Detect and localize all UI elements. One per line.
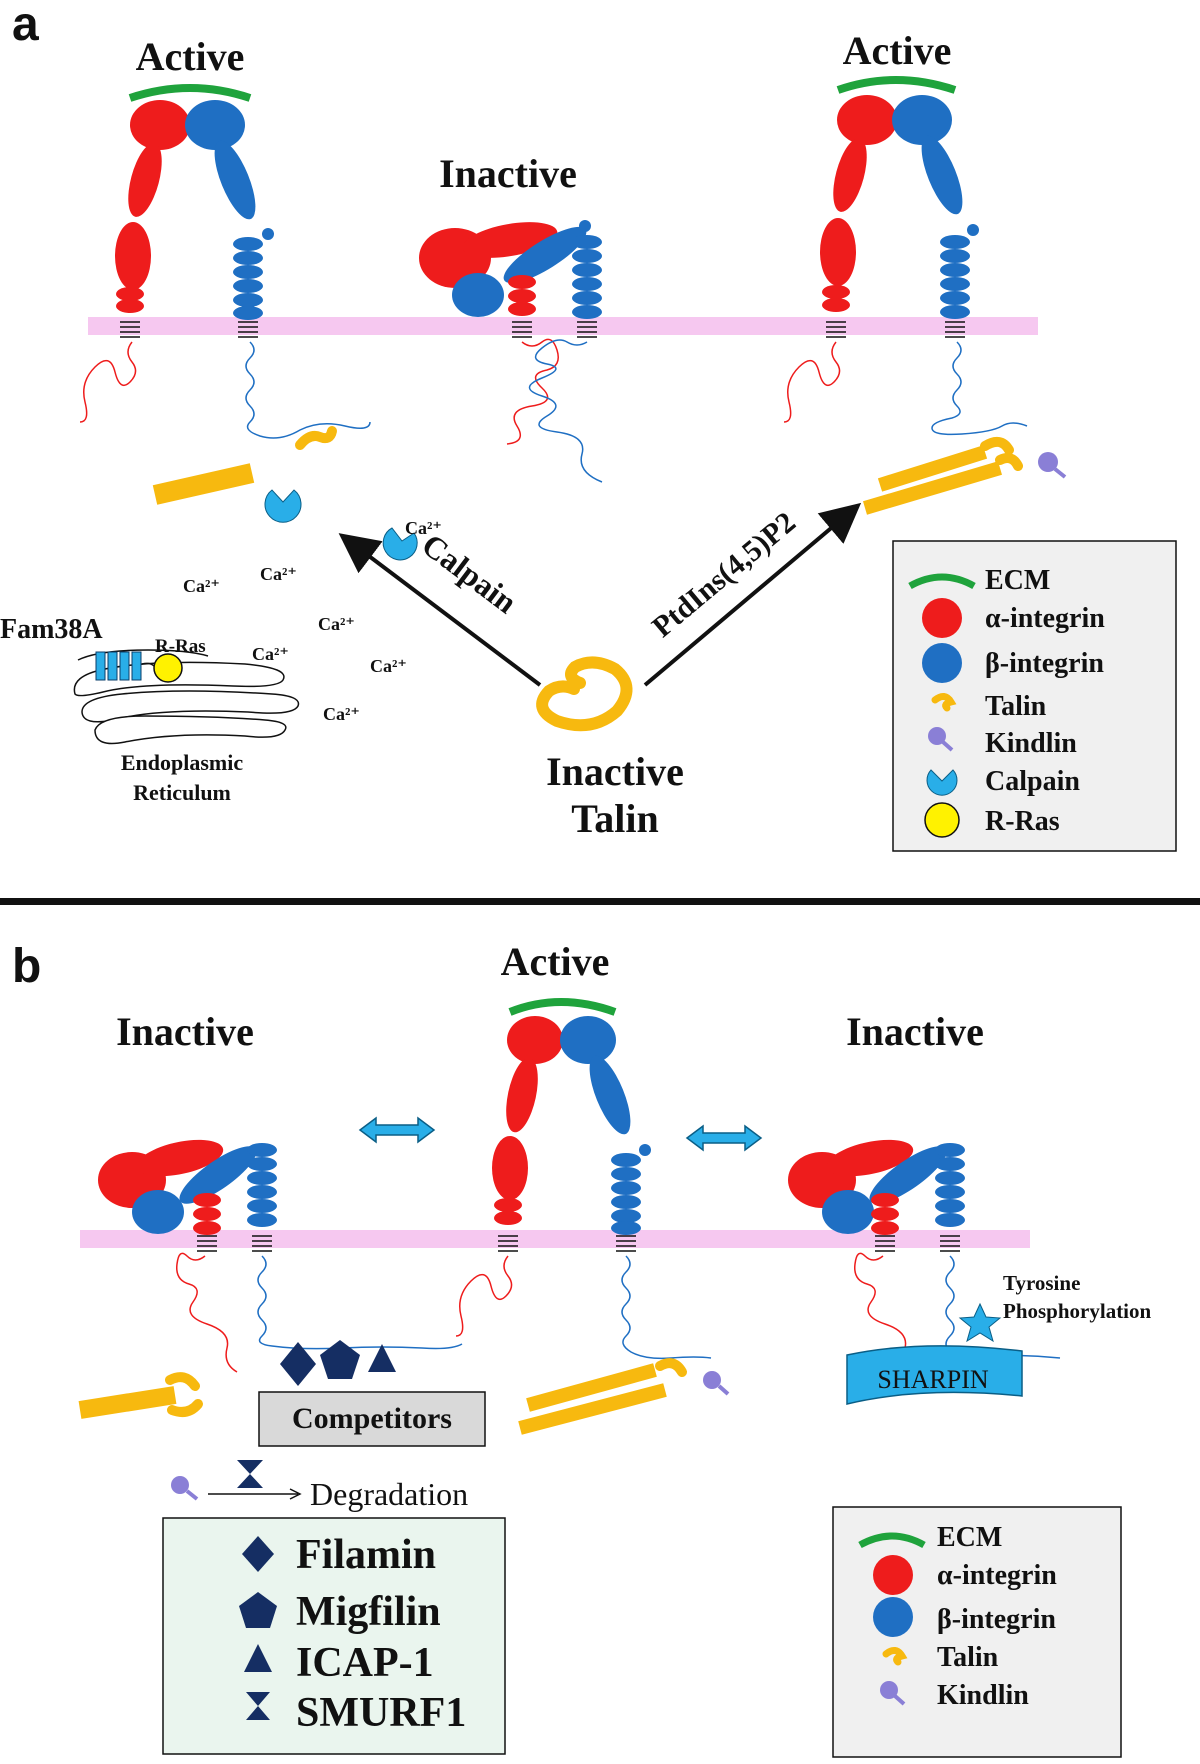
legend-label: R-Ras	[985, 806, 1060, 837]
panel-a-state-center: Inactive	[439, 151, 577, 196]
competitors-label: Competitors	[292, 1402, 452, 1435]
panel-divider	[0, 898, 1200, 905]
hourglass-icon	[237, 1460, 263, 1488]
fam38a-label: Fam38A	[0, 614, 103, 645]
degradation-row: Degradation	[171, 1460, 468, 1512]
legend-label: ECM	[937, 1522, 1002, 1553]
calpain-icon	[382, 527, 418, 561]
panel-b-state-right: Inactive	[846, 1009, 984, 1054]
inactive-talin-icon	[536, 656, 633, 732]
calpain-icon	[926, 769, 958, 796]
diamond-icon	[242, 1536, 274, 1572]
legend-label: ECM	[985, 565, 1050, 596]
calcium-label: Ca²⁺	[252, 644, 289, 664]
ecm-icon	[508, 998, 617, 1016]
cell-membrane	[80, 1230, 1030, 1248]
pentagon-icon	[320, 1340, 360, 1379]
tyrosine-label-line1: Tyrosine	[1003, 1271, 1080, 1295]
panel-b-state-left: Inactive	[116, 1009, 254, 1054]
triangle-icon	[368, 1344, 396, 1372]
ecm-icon	[128, 84, 252, 102]
inactive-talin-line2: Talin	[571, 796, 658, 841]
beta-integrin-icon	[873, 1597, 913, 1637]
kindlin-icon	[928, 727, 946, 745]
legend-label: β-integrin	[985, 648, 1104, 679]
calpain-label: Calpain	[415, 526, 523, 620]
legend-label: β-integrin	[937, 1604, 1056, 1635]
calcium-label: Ca²⁺	[318, 614, 355, 634]
inactive-integrin-right	[788, 1139, 1061, 1377]
sharpin-label: SHARPIN	[877, 1365, 988, 1394]
panel-a-state-left: Active	[136, 34, 245, 79]
calpain-icon	[264, 489, 302, 523]
legend-panel-b: ECM α-integrin β-integrin Talin Kindlin	[832, 1506, 1122, 1758]
active-integrin-left	[79, 84, 371, 523]
legend-label: α-integrin	[937, 1560, 1057, 1591]
equilibrium-arrow-icon	[358, 1116, 436, 1144]
inactive-integrin-center	[419, 220, 603, 483]
competitor-label: Filamin	[296, 1532, 436, 1578]
competitor-label: Migfilin	[296, 1589, 441, 1635]
legend-label: Kindlin	[985, 728, 1077, 759]
calpain-arrow	[338, 533, 542, 687]
calcium-label: Ca²⁺	[405, 518, 442, 538]
inactive-integrin-left	[78, 1139, 463, 1419]
panel-a-state-right: Active	[843, 28, 952, 73]
degradation-label: Degradation	[310, 1476, 468, 1512]
competitors-box	[258, 1391, 486, 1447]
cell-membrane	[88, 317, 1038, 335]
legend-label: Talin	[985, 691, 1047, 722]
ecm-icon	[836, 76, 957, 94]
competitor-label: ICAP-1	[296, 1640, 434, 1686]
er-label-line2: Reticulum	[133, 780, 231, 805]
active-integrin-center	[455, 998, 730, 1435]
inactive-talin-line1: Inactive	[546, 749, 684, 794]
ptdins-arrow	[643, 502, 862, 687]
active-integrin-right	[783, 76, 1067, 515]
legend-label: Calpain	[985, 766, 1080, 797]
sharpin-banner	[846, 1345, 1023, 1405]
er-label-line1: Endoplasmic	[121, 750, 243, 775]
triangle-icon	[244, 1644, 272, 1672]
ecm-icon	[858, 1532, 926, 1549]
calcium-label: Ca²⁺	[323, 704, 360, 724]
calcium-ions: Ca²⁺ Ca²⁺ Ca²⁺ Ca²⁺ Ca²⁺ Ca²⁺ Ca²⁺	[183, 518, 442, 724]
calcium-label: Ca²⁺	[260, 564, 297, 584]
ecm-icon	[908, 573, 976, 590]
legend-label: Kindlin	[937, 1680, 1029, 1711]
calcium-label: Ca²⁺	[183, 576, 220, 596]
beta-integrin-icon	[922, 643, 962, 683]
panel-b-letter: b	[12, 940, 41, 993]
kindlin-icon	[880, 1681, 898, 1699]
legend-label: Talin	[937, 1642, 999, 1673]
alpha-integrin-icon	[873, 1555, 913, 1595]
phosphorylation-star-icon	[958, 1302, 1002, 1343]
tyrosine-label-line2: Phosphorylation	[1003, 1299, 1152, 1323]
r-ras-icon	[153, 653, 183, 683]
talin-icon	[882, 1647, 908, 1666]
talin-icon	[931, 693, 957, 712]
legend-label: α-integrin	[985, 603, 1105, 634]
panel-a-letter: a	[12, 0, 39, 51]
competitor-label: SMURF1	[296, 1690, 466, 1736]
fam38a-channel	[95, 651, 142, 681]
pentagon-icon	[239, 1592, 277, 1628]
alpha-integrin-icon	[922, 598, 962, 638]
calcium-label: Ca²⁺	[370, 656, 407, 676]
diamond-icon	[280, 1342, 316, 1386]
r-ras-label: R-Ras	[155, 636, 206, 657]
panel-b-state-center: Active	[501, 939, 610, 984]
r-ras-icon	[924, 802, 960, 838]
equilibrium-arrow-icon	[685, 1124, 763, 1152]
legend-panel-a: ECM α-integrin β-integrin Talin Kindlin …	[892, 540, 1177, 852]
competitor-list: Filamin Migfilin ICAP-1 SMURF1	[162, 1517, 506, 1755]
kindlin-icon	[171, 1476, 189, 1494]
hourglass-icon	[246, 1692, 270, 1720]
